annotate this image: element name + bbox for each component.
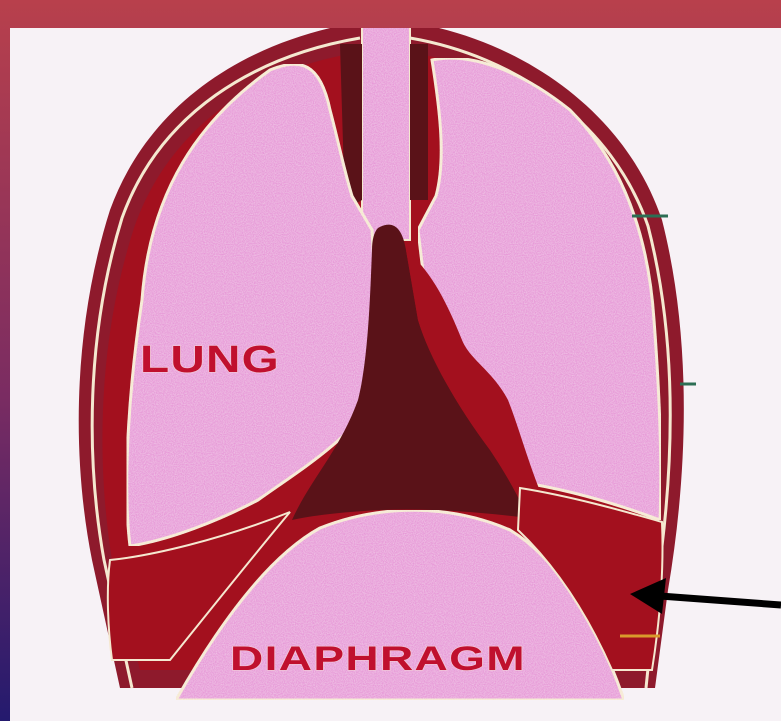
label-diaphragm: DIAPHRAGM	[230, 640, 526, 678]
chest-cross-section-diagram: LUNG DIAPHRAGM	[10, 28, 781, 721]
trachea	[362, 28, 410, 240]
label-lung: LUNG	[140, 339, 280, 381]
mediastinum-upper	[410, 44, 428, 200]
diagram-picture: LUNG DIAPHRAGM	[10, 28, 781, 721]
